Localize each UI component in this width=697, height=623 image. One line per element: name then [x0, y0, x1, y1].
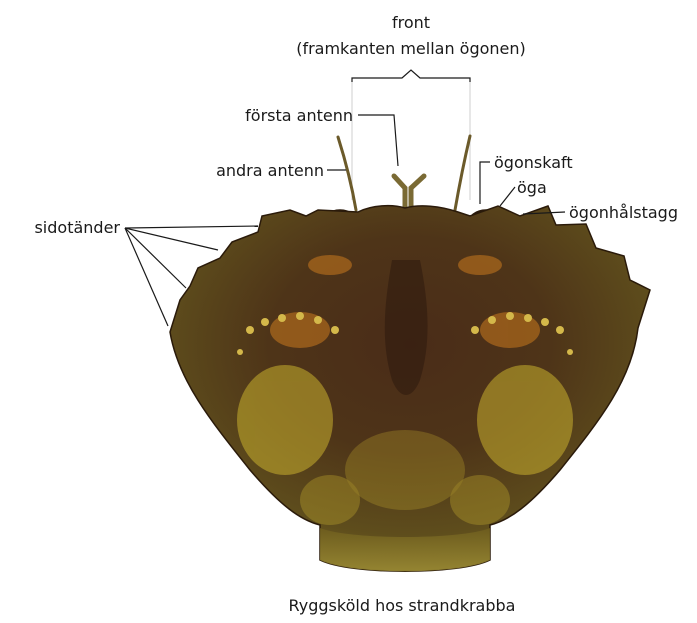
gastric-region: [385, 260, 428, 395]
label-forsta-antenn: första antenn: [245, 106, 353, 125]
label-ogonskaft: ögonskaft: [494, 153, 573, 172]
leader-sidotander-3: [125, 228, 186, 288]
leader-oga: [500, 187, 515, 206]
label-andra-antenn: andra antenn: [216, 161, 324, 180]
front-bracket: [352, 70, 470, 82]
leader-sidotander-1: [125, 226, 258, 228]
label-sidotander: sidotänder: [34, 218, 120, 237]
leader-ogonskaft: [480, 162, 490, 204]
label-oga: öga: [517, 178, 547, 197]
leader-sidotander-4: [125, 228, 168, 326]
label-front: front: [392, 13, 430, 32]
caption: Ryggsköld hos strandkrabba: [289, 596, 516, 615]
label-ogonhalstagg: ögonhålstagg: [569, 203, 678, 222]
leader-sidotander-2: [125, 228, 218, 250]
first-antennae: [394, 176, 424, 210]
leader-forsta-antenn: [358, 115, 398, 166]
label-front-sub: (framkanten mellan ögonen): [296, 39, 526, 58]
